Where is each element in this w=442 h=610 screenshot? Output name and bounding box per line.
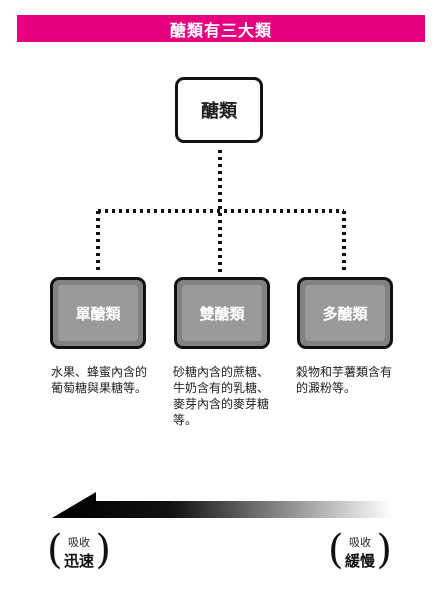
node-disaccharides-label: 雙醣類 <box>182 285 262 341</box>
node-monosaccharides-label: 單醣類 <box>58 285 138 341</box>
root-node-carbohydrates: 醣類 <box>175 77 263 143</box>
node-disaccharides: 雙醣類 <box>174 277 270 349</box>
disaccharides-description: 砂糖內含的蔗糖、牛奶含有的乳糖、麥芽內含的麥芽糖等。 <box>173 365 270 427</box>
polysaccharides-description: 穀物和芋薯類含有的澱粉等。 <box>296 365 393 395</box>
node-polysaccharides: 多醣類 <box>297 277 393 349</box>
monosaccharides-description: 水果、蜂蜜內含的葡萄糖與果糖等。 <box>51 365 148 395</box>
absorption-arrow-shape <box>52 492 392 518</box>
node-monosaccharides: 單醣類 <box>50 277 146 349</box>
diagram-title: 醣類有三大類 <box>17 15 425 42</box>
left-paren-close: ) <box>95 527 111 573</box>
absorption-slow-label: ( 吸收 緩慢 ) <box>328 526 392 576</box>
left-paren-open: ( <box>47 527 63 573</box>
right-paren-open: ( <box>328 527 344 573</box>
node-polysaccharides-label: 多醣類 <box>305 285 385 341</box>
absorption-fast-small: 吸收 <box>68 536 90 549</box>
root-node-label: 醣類 <box>201 101 237 122</box>
absorption-fast-big: 迅速 <box>63 552 94 570</box>
right-paren-close: ) <box>376 527 392 573</box>
absorption-slow-small: 吸收 <box>349 536 371 549</box>
absorption-fast-label: ( 吸收 迅速 ) <box>47 526 111 576</box>
absorption-slow-big: 緩慢 <box>344 552 375 570</box>
